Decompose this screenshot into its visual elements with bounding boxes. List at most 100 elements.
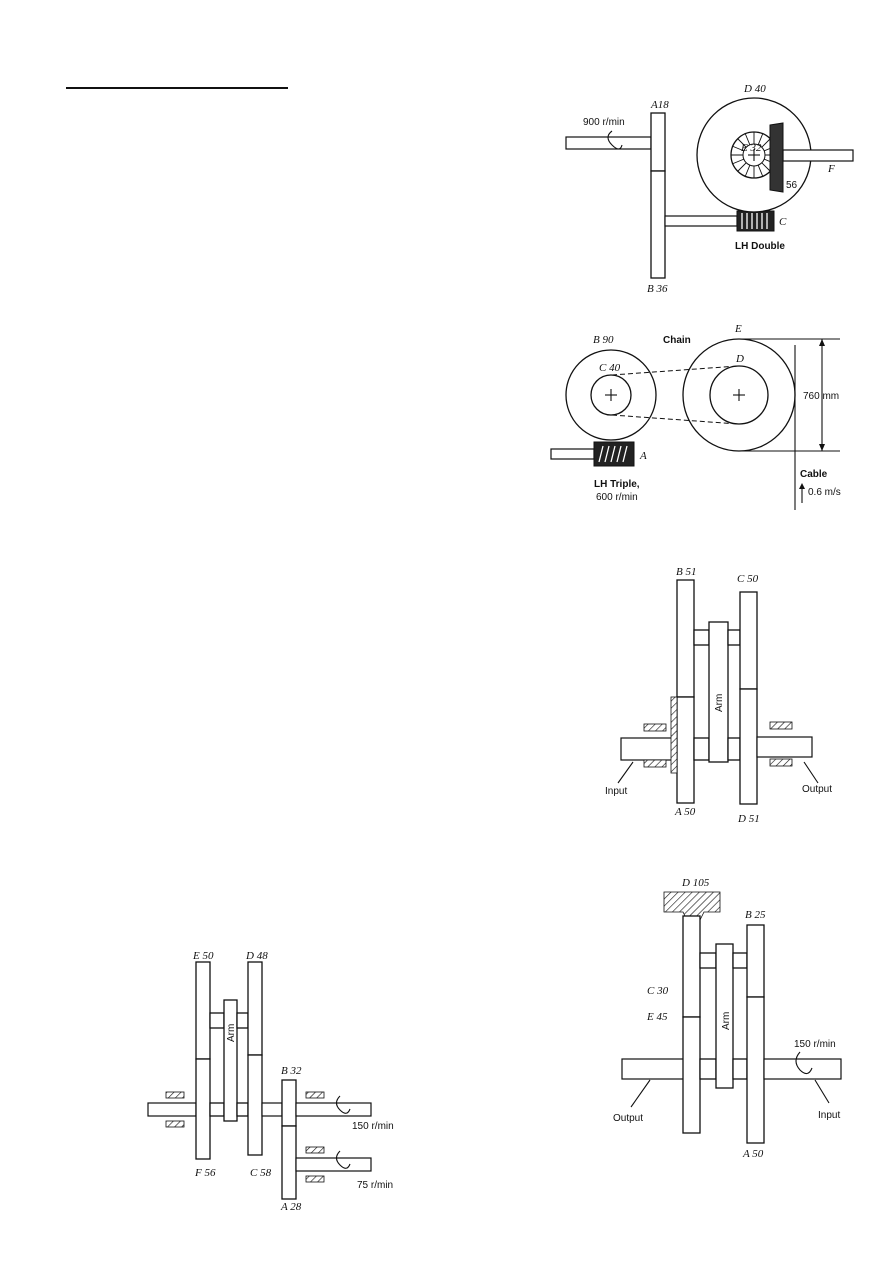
title-underline	[66, 87, 288, 89]
input-shaft-3	[620, 737, 678, 761]
input-shaft-5	[763, 1058, 842, 1080]
gear-c58	[247, 1054, 263, 1156]
label-gear-d: D 48	[245, 950, 268, 962]
label-worm-a: A	[639, 450, 647, 462]
label-gear-d: D 40	[743, 83, 766, 95]
label-arm: Arm	[721, 1012, 732, 1030]
label-gear-a: A 28	[280, 1201, 302, 1213]
gear-d48	[247, 961, 263, 1056]
label-gear-a: A 50	[742, 1148, 764, 1160]
label-arm: Arm	[714, 694, 725, 712]
label-gear-b: B 36	[647, 283, 668, 295]
bearing-hatch	[305, 1175, 325, 1183]
label-input: Input	[818, 1110, 840, 1121]
worm-a	[593, 441, 635, 467]
label-gear-b: B 90	[593, 334, 614, 346]
label-speed-2: 75 r/min	[357, 1180, 393, 1191]
figure-3-epicyclic-train: B 51 C 50 Arm Input Output A 50 D 51	[605, 566, 832, 825]
worm-shaft-a	[550, 448, 595, 460]
label-shaft-f: F	[827, 163, 835, 175]
gear-b36	[650, 170, 666, 279]
label-speed-1: 150 r/min	[352, 1121, 394, 1132]
gear-e50	[195, 961, 211, 1060]
worm-shaft	[664, 215, 738, 227]
label-drum-e: E	[734, 323, 742, 335]
planet-arm	[715, 943, 734, 1089]
gear-f56	[195, 1058, 211, 1160]
label-sprocket-d: D	[735, 353, 744, 365]
label-gear-e: E 50	[192, 950, 214, 962]
gear-b32	[281, 1079, 297, 1127]
planet-arm	[223, 999, 238, 1122]
label-gear-f: F 56	[194, 1167, 216, 1179]
label-output: Output	[613, 1113, 643, 1124]
figure-2-chain-drive: B 90 Chain E C 40 D 760 mm A LH Triple, …	[550, 323, 841, 510]
rotation-arrow-icon	[335, 1150, 351, 1169]
label-diameter: 760 mm	[803, 391, 839, 402]
input-shaft-4b	[295, 1157, 372, 1172]
label-gear-a: A 50	[674, 806, 696, 818]
gear-c30	[682, 915, 701, 1018]
gear-a18	[650, 112, 666, 172]
gear-a50	[676, 696, 695, 804]
ground-hatch	[670, 696, 678, 774]
label-gear-d: D 51	[737, 813, 760, 825]
label-input-speed: 900 r/min	[583, 117, 625, 128]
label-worm-note-2: 600 r/min	[596, 492, 638, 503]
output-arrow-icon	[803, 761, 819, 784]
label-worm-note-1: LH Triple,	[594, 479, 640, 490]
label-cable-speed: 0.6 m/s	[808, 487, 841, 498]
chain-lower	[611, 414, 739, 425]
bearing-hatch	[643, 759, 667, 768]
label-arm: Arm	[226, 1024, 237, 1042]
bearing-hatch	[769, 758, 793, 767]
label-output: Output	[802, 784, 832, 795]
output-shaft-4	[147, 1102, 197, 1117]
bearing-hatch	[165, 1120, 185, 1128]
bearing-hatch	[305, 1091, 325, 1099]
label-input: Input	[605, 786, 627, 797]
figure-1-worm-bevel-train: A18 900 r/min D 40 E 32 56 F C LH Double…	[565, 83, 854, 295]
label-gear-b: B 32	[281, 1065, 302, 1077]
gear-c50	[739, 591, 758, 690]
output-arrow-icon	[630, 1079, 651, 1108]
input-shaft-4a	[295, 1102, 372, 1117]
label-bevel-teeth: 56	[786, 180, 798, 191]
label-chain: Chain	[663, 335, 691, 346]
rotation-arrow-icon	[607, 130, 623, 150]
bearing-hatch	[305, 1146, 325, 1154]
cable-direction-arrow-icon	[799, 483, 805, 489]
gear-d51	[739, 688, 758, 805]
figure-5-fixed-gear-train: D 105 B 25 C 30 E 45 Arm 150 r/min Outpu…	[613, 877, 842, 1160]
label-gear-b: B 51	[676, 566, 696, 578]
label-sprocket-c: C 40	[599, 362, 621, 374]
output-shaft-5	[621, 1058, 685, 1080]
gear-a28	[281, 1125, 297, 1200]
gear-b25	[746, 924, 765, 998]
label-gear-c: C 50	[737, 573, 759, 585]
rotation-arrow-icon	[335, 1095, 351, 1114]
label-gear-b: B 25	[745, 909, 766, 921]
label-worm-c: C	[779, 216, 787, 228]
label-worm-note: LH Double	[735, 241, 785, 252]
gear-b51	[676, 579, 695, 698]
input-arrow-icon	[617, 761, 634, 784]
bevel-gear-56	[769, 122, 784, 193]
label-gear-a: A18	[650, 99, 669, 111]
bearing-hatch	[769, 721, 793, 730]
label-gear-c: C 30	[647, 985, 669, 997]
gear-e45	[682, 1016, 701, 1134]
label-gear-e: E 45	[646, 1011, 668, 1023]
output-shaft-f	[782, 149, 854, 162]
output-shaft-3	[756, 736, 813, 758]
planet-arm	[708, 621, 729, 763]
chain-upper	[611, 365, 739, 376]
label-gear-c: C 58	[250, 1167, 272, 1179]
bearing-hatch	[165, 1091, 185, 1099]
label-speed: 150 r/min	[794, 1039, 836, 1050]
label-gear-e: E 32	[740, 142, 762, 154]
label-cable: Cable	[800, 469, 828, 480]
bearing-hatch	[643, 723, 667, 732]
gear-a50	[746, 996, 765, 1144]
